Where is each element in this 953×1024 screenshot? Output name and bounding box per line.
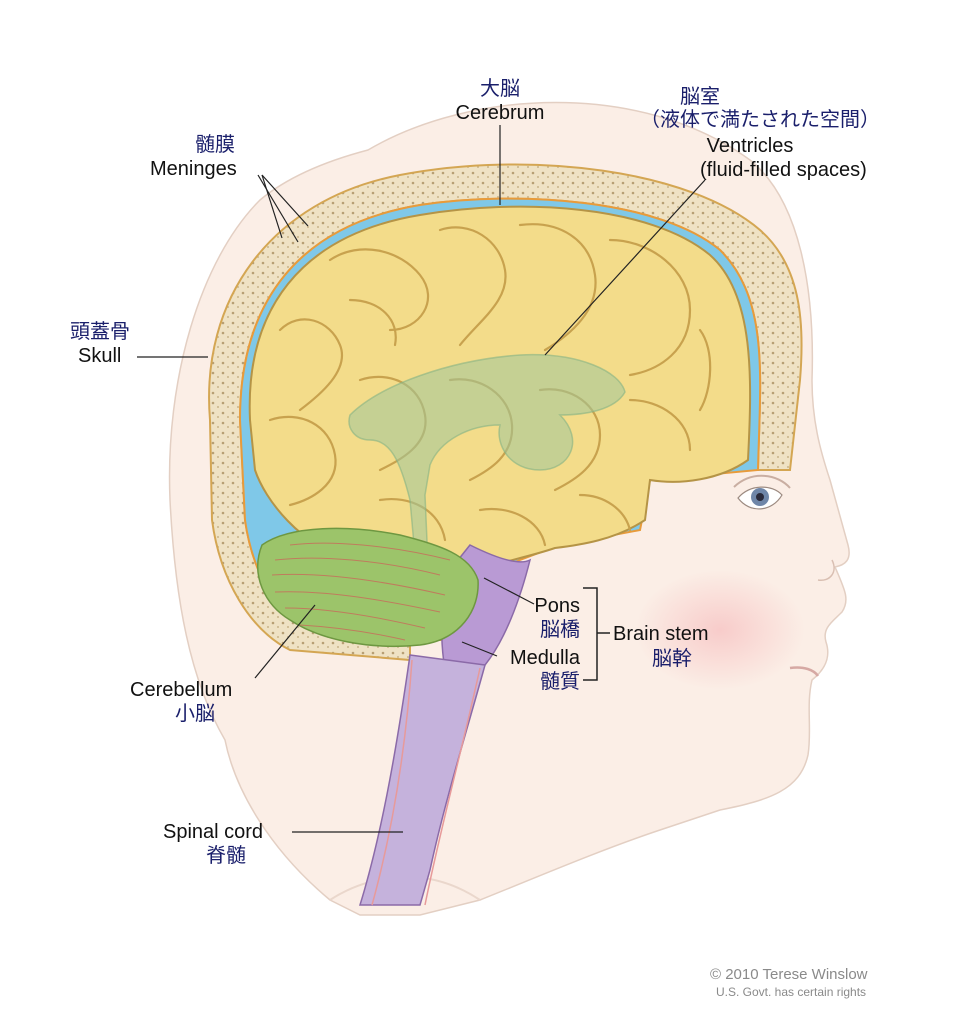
- spinal-cord: [358, 654, 486, 906]
- meninges-label-en: Meninges: [150, 158, 237, 180]
- skull-label-en: Skull: [78, 345, 122, 367]
- brain-stem-label-en: Brain stem: [613, 623, 709, 645]
- medulla-label-en: Medulla: [509, 647, 580, 669]
- brain-stem-bracket: [583, 587, 610, 681]
- leader-lines: [137, 125, 706, 833]
- cerebellum-label-ja: 小脳: [175, 703, 215, 725]
- ventricles-label-ja-sub: （液体で満たされた空間）: [640, 109, 880, 131]
- ventricles-label-en: Ventricles: [706, 135, 794, 157]
- spinal-cord-canal: [371, 659, 481, 906]
- skull-label-ja: 頭蓋骨: [70, 321, 130, 343]
- brain-stem-label-ja: 脳幹: [652, 648, 692, 670]
- ventricles-label-ja: 脳室: [680, 86, 720, 108]
- cerebrum-gyri: [268, 223, 712, 547]
- cerebrum-label-en: Cerebrum: [455, 102, 545, 124]
- cheek-blush: [635, 570, 805, 690]
- cerebellum-folia: [271, 542, 451, 641]
- cerebrum-label-ja: 大脳: [480, 78, 520, 100]
- mouth: [789, 666, 820, 677]
- pons-label-en: Pons: [534, 595, 580, 617]
- medulla-label-ja: 髄質: [540, 671, 580, 693]
- ventricles-label-en-sub: (fluid-filled spaces): [700, 159, 867, 181]
- credit-line2: U.S. Govt. has certain rights: [716, 985, 867, 999]
- pons-label-ja: 脳橋: [540, 619, 580, 641]
- credit-line1: © 2010 Terese Winslow: [710, 966, 868, 983]
- eye: [733, 474, 791, 510]
- nose: [817, 559, 835, 581]
- spinal-cord-label-en: Spinal cord: [163, 821, 264, 843]
- cerebellum-label-en: Cerebellum: [130, 679, 233, 701]
- meninges-label-ja: 髄膜: [195, 134, 235, 156]
- spinal-cord-label-ja: 脊髄: [206, 845, 246, 867]
